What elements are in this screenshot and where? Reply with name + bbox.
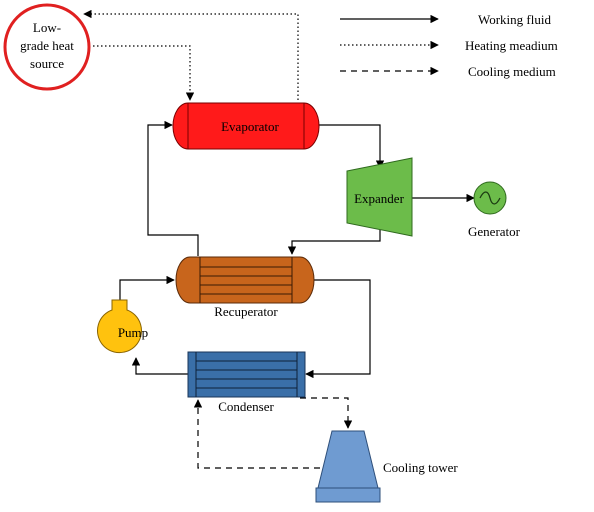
recuperator-to-evaporator-line: [147, 120, 199, 256]
heat-source-label-line1: Low-: [33, 20, 61, 35]
heating-medium-return-line: [83, 9, 299, 104]
expander-to-recuperator-line: [287, 228, 381, 255]
condenser-label: Condenser: [218, 399, 274, 414]
expander-label: Expander: [354, 191, 404, 206]
evaporator-label: Evaporator: [221, 119, 279, 134]
evaporator-to-expander-line: [316, 124, 385, 169]
recuperator-label: Recuperator: [214, 304, 278, 319]
cooling-supply-line: [300, 397, 353, 429]
cooling-tower-base: [315, 487, 381, 503]
pump-to-recuperator-line: [119, 275, 175, 300]
legend-cooling-medium-label: Cooling medium: [468, 64, 556, 79]
working-fluid-loop: [119, 120, 475, 379]
pump-label: Pump: [118, 325, 148, 340]
condenser-body: [187, 351, 306, 398]
condenser-tube-bundle: [195, 352, 298, 397]
expander-body: [346, 157, 413, 237]
condenser-to-pump-line: [131, 357, 188, 375]
heat-source-circle: [3, 3, 91, 91]
legend-working-fluid-label: Working fluid: [478, 12, 551, 27]
evaporator: Evaporator: [172, 102, 320, 150]
cooling-tower-body: [317, 430, 379, 489]
heat-source: Low- grade heat source: [3, 3, 91, 91]
cooling-tower-label: Cooling tower: [383, 460, 458, 475]
generator-label: Generator: [468, 224, 521, 239]
pump-body: [97, 299, 142, 354]
recuperator-tube-bundle: [199, 257, 293, 303]
cooling-return-line: [193, 399, 320, 469]
pump: Pump: [97, 299, 148, 354]
legend-heating-medium-label: Heating meadium: [465, 38, 558, 53]
cooling-medium-loop: [193, 397, 353, 469]
cooling-tower: Cooling tower: [315, 430, 458, 503]
heat-source-label-line2: grade heat: [20, 38, 74, 53]
generator: Generator: [468, 181, 521, 239]
sine-wave-icon: [479, 191, 501, 205]
heating-medium-supply-line: [93, 45, 195, 101]
recuperator-body: [175, 256, 315, 304]
heat-source-label-line3: source: [30, 56, 64, 71]
condenser: Condenser: [187, 351, 306, 414]
recuperator: Recuperator: [175, 256, 315, 319]
recuperator-to-condenser-line: [305, 279, 371, 379]
heating-medium-loop: [83, 9, 299, 104]
legend: Working fluid Heating meadium Cooling me…: [340, 12, 558, 79]
expander: Expander: [346, 157, 413, 237]
